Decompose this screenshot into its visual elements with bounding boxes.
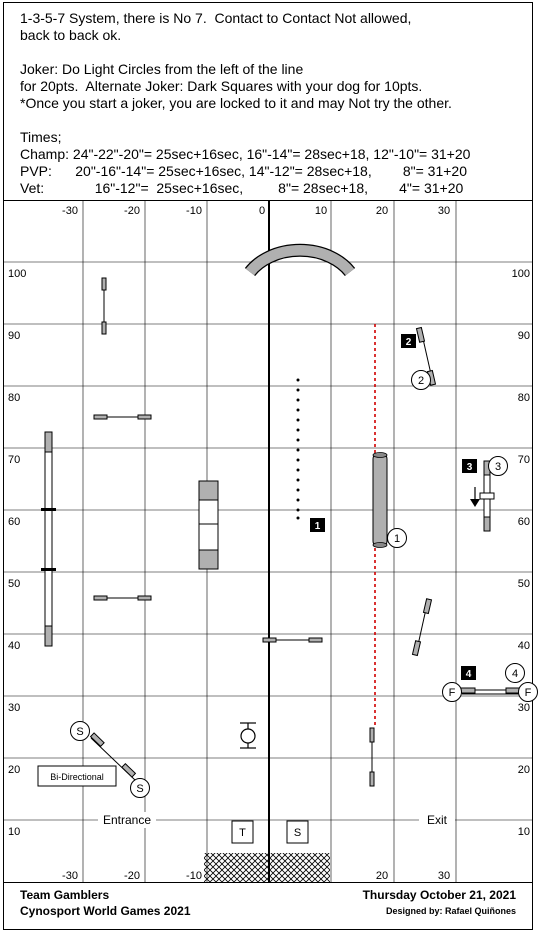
y-axis-label: 50 — [518, 578, 530, 590]
light-circle-label: 4 — [512, 668, 518, 680]
bi-directional-label: Bi-Directional — [50, 772, 104, 782]
start-label: S — [136, 783, 143, 795]
x-axis-label: -10 — [186, 205, 202, 217]
y-axis-label: 30 — [8, 702, 20, 714]
table-label: T — [239, 827, 246, 839]
y-axis-label: 80 — [518, 392, 530, 404]
finish-label: F — [449, 687, 456, 699]
x-axis-label: -10 — [186, 870, 202, 882]
exit-label: Exit — [427, 813, 448, 827]
designer-credit: Designed by: Rafael Quiñones — [385, 906, 516, 916]
header-divider — [3, 200, 533, 201]
y-axis-label: 40 — [518, 640, 530, 652]
y-axis-label: 60 — [518, 516, 530, 528]
entrance-gap — [98, 812, 156, 828]
x-axis-label: 0 — [259, 205, 265, 217]
footer-divider — [3, 882, 533, 883]
y-axis-label: 20 — [8, 764, 20, 776]
hatched-area — [204, 853, 330, 882]
x-axis-label: 10 — [315, 205, 327, 217]
instruction-line: Times; — [20, 129, 62, 145]
tire — [240, 722, 256, 749]
x-axis-label: 20 — [376, 870, 388, 882]
start-label: S — [76, 726, 83, 738]
x-axis-label: -20 — [124, 870, 140, 882]
light-circle-4 — [505, 663, 525, 683]
event-date: Thursday October 21, 2021 — [362, 888, 516, 902]
dark-square-label: 2 — [406, 337, 412, 348]
start-box-label: S — [294, 827, 301, 839]
tunnel-opening — [372, 542, 388, 548]
light-circle-label: 2 — [418, 375, 424, 387]
dark-square-label: 1 — [315, 521, 321, 532]
y-axis-label: 10 — [8, 826, 20, 838]
instruction-line: for 20pts. Alternate Joker: Dark Squares… — [20, 78, 423, 94]
dark-square-1 — [310, 518, 325, 532]
instruction-line: Champ: 24"-22"-20"= 25sec+16sec, 16"-14"… — [20, 146, 471, 162]
finish-label: F — [525, 687, 532, 699]
y-axis-label: 100 — [512, 268, 530, 280]
y-axis-label: 90 — [518, 330, 530, 342]
x-axis-label: -30 — [62, 205, 78, 217]
exit-gap — [419, 812, 455, 828]
entrance-label: Entrance — [103, 813, 151, 827]
x-axis-label: -20 — [124, 205, 140, 217]
instruction-line: back to back ok. — [20, 27, 122, 43]
x-axis-label: -30 — [62, 870, 78, 882]
teeter — [479, 460, 495, 532]
event-name: Cynosport World Games 2021 — [20, 904, 191, 918]
jumps — [89, 277, 521, 787]
x-axis-label: 20 — [376, 205, 388, 217]
straight-tunnel — [372, 452, 388, 548]
light-circle-3 — [488, 456, 508, 476]
bi-directional-box — [37, 765, 117, 787]
y-axis-label: 30 — [518, 702, 530, 714]
y-axis-label: 70 — [8, 454, 20, 466]
dark-square-label: 4 — [466, 669, 472, 680]
instruction-line: Joker: Do Light Circles from the left of… — [20, 61, 304, 77]
course-instructions: 1-3-5-7 System, there is No 7. Contact t… — [20, 10, 520, 197]
weave-poles — [296, 378, 300, 520]
light-circle-label: 3 — [495, 461, 501, 473]
finish-circle — [442, 682, 462, 702]
start-circle — [70, 721, 90, 741]
y-axis-label: 20 — [518, 764, 530, 776]
curved-tunnel-fill — [245, 245, 355, 276]
light-circle-1 — [387, 528, 407, 548]
tunnel-opening — [372, 452, 388, 458]
x-axis-label: 30 — [438, 870, 450, 882]
y-axis-label: 80 — [8, 392, 20, 404]
instruction-line: 1-3-5-7 System, there is No 7. Contact t… — [20, 10, 412, 26]
instruction-line: Vet: 16"-12"= 25sec+16sec, 8"= 28sec+18,… — [20, 180, 464, 196]
dark-square-4 — [461, 666, 476, 680]
start-circle — [130, 778, 150, 798]
table-box — [231, 820, 254, 844]
team-name: Team Gamblers — [20, 888, 110, 902]
y-axis-label: 50 — [8, 578, 20, 590]
y-axis-label: 60 — [8, 516, 20, 528]
a-frame — [198, 480, 219, 570]
light-circle-label: 1 — [394, 533, 400, 545]
dark-square-label: 3 — [467, 462, 473, 473]
y-axis-label: 40 — [8, 640, 20, 652]
x-axis-label: 30 — [438, 205, 450, 217]
instruction-line: PVP: 20"-16"-14"= 25sec+16sec, 14"-12"= … — [20, 163, 467, 179]
direction-arrow-icon — [470, 487, 480, 507]
dark-square-3 — [462, 459, 477, 473]
instruction-line: *Once you start a joker, you are locked … — [20, 95, 452, 111]
dog-walk — [41, 431, 56, 647]
dark-square-2 — [401, 334, 416, 348]
course-frame — [3, 2, 533, 930]
y-axis-label: 70 — [518, 454, 530, 466]
y-axis-label: 100 — [8, 268, 26, 280]
light-circle-2 — [411, 370, 431, 390]
start-box — [286, 820, 309, 844]
y-axis-label: 10 — [518, 826, 530, 838]
y-axis-label: 90 — [8, 330, 20, 342]
